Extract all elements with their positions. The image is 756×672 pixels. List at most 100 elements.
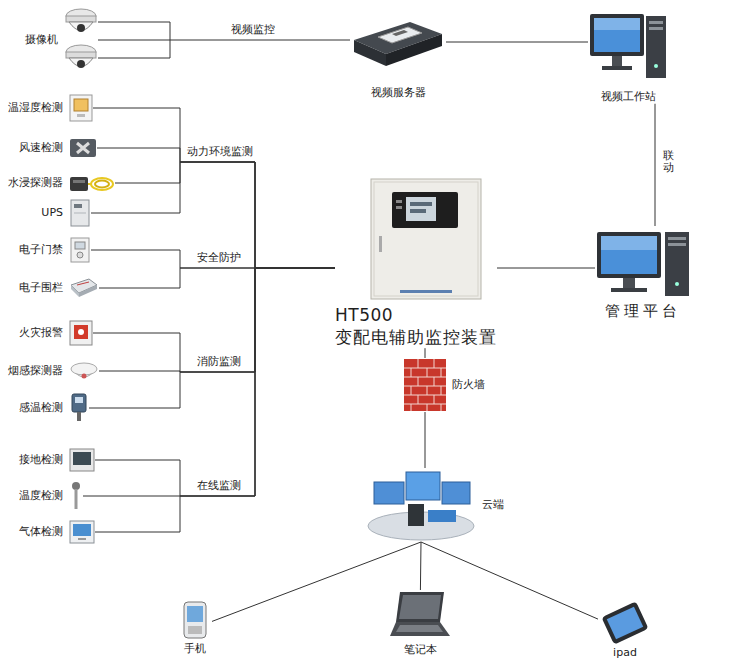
sensor-node: 电子围栏 [5,277,99,299]
text-group: 摄像机 [25,33,58,47]
icon-picture [69,520,95,544]
connector [446,42,588,43]
node-label: 防火墙 [452,378,485,392]
node-label: 火灾报警 [5,326,63,340]
node-label: 接地检测 [5,453,63,467]
icon-picture [69,94,93,122]
sensor-node: 感温检测 [5,393,89,423]
node-label: 温湿度检测 [5,101,63,115]
text-group: 电子门禁 [5,243,63,257]
connector [420,542,422,590]
connector [99,268,335,372]
icon-picture [588,8,668,84]
connector [212,542,421,621]
icon-picture [69,359,99,383]
text-group: HT500变配电辅助监控装置 [335,304,497,348]
node-label: 管理平台 [605,302,681,321]
connector [91,250,335,268]
connector [83,268,335,496]
icon-picture [370,178,482,300]
edge-label: 视频监控 [230,23,276,37]
node-label: 视频服务器 [371,86,426,100]
node-label: UPS [5,206,63,220]
node-label: 手机 [184,642,206,656]
controller-node: HT500变配电辅助监控装置 [335,178,497,348]
sensor-node: 火灾报警 [5,320,93,346]
device-node: 笔记本 [388,590,452,657]
connector [89,268,335,408]
node-label: 视频工作站 [601,90,656,104]
text-group: ipad [613,646,637,660]
text-group: 防火墙 [452,378,485,392]
text-group: 视频服务器 [371,86,426,100]
node-label: 烟感探测器 [5,364,63,378]
text-group: 温湿度检测 [5,101,63,115]
connector [91,162,335,268]
firewall-node: 防火墙 [403,358,485,412]
edge-label: 联动 [663,150,674,174]
icon-picture [178,600,212,640]
text-group: 接地检测 [5,453,63,467]
text-group: 气体检测 [5,525,63,539]
icon-picture [69,172,115,194]
camera-node: 摄像机 [25,4,98,76]
sensor-node: 气体检测 [5,520,95,544]
icon-picture [64,4,98,76]
icon-picture [350,18,446,74]
sensor-node: 接地检测 [5,448,95,472]
icon-picture [69,393,89,423]
cloud-node: 云端 [366,468,504,542]
icon-picture [403,358,447,412]
connector [497,268,595,269]
icon-picture [69,277,99,299]
sensor-node: UPS [5,199,91,227]
icon-picture [69,448,95,472]
group-label: 消防监测 [196,355,242,369]
text-group: 电子围栏 [5,281,63,295]
icon-picture [366,468,476,542]
connector [93,268,335,372]
icon-picture [69,136,97,160]
node-label: 变配电辅助监控装置 [335,326,497,348]
node-label: 气体检测 [5,525,63,539]
connector [425,348,426,358]
icon-picture [388,590,452,640]
node-label: 水浸探测器 [5,176,63,190]
connector [655,104,656,226]
node-label: HT500 [335,304,393,326]
node-label: ipad [613,646,637,660]
icon-picture [598,602,652,644]
device-node: ipad [598,602,652,660]
node-label: 感温检测 [5,401,63,415]
connector [421,542,598,619]
sensor-node: 温湿度检测 [5,94,93,122]
connector [425,412,426,468]
group-label: 动力环境监测 [186,145,254,159]
node-label: 风速检测 [5,141,63,155]
text-group: 视频工作站 [601,90,656,104]
connector [95,268,335,496]
node-label: 摄像机 [25,33,58,47]
text-group: 笔记本 [404,643,437,657]
node-label: 电子门禁 [5,243,63,257]
connector [98,40,350,41]
node-label: 温度检测 [5,489,63,503]
icon-picture [69,237,91,263]
sensor-node: 温度检测 [5,481,83,511]
icon-picture [595,226,691,298]
text-group: 感温检测 [5,401,63,415]
node-label: 云端 [482,498,504,512]
device-node: 手机 [178,600,212,656]
text-group: 管理平台 [605,302,681,321]
connector [95,268,335,532]
icon-picture [69,199,91,227]
text-group: 云端 [482,498,504,512]
text-group: 手机 [184,642,206,656]
sensor-node: 风速检测 [5,136,97,160]
node-label: 电子围栏 [5,281,63,295]
icon-picture [69,481,83,511]
text-group: 火灾报警 [5,326,63,340]
group-label: 在线监测 [196,479,242,493]
